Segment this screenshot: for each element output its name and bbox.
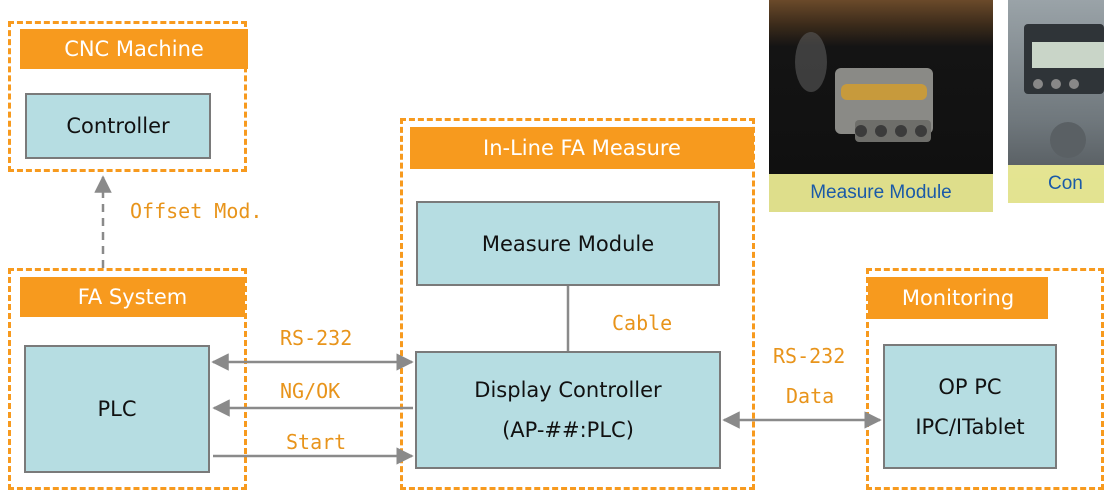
fa-system-title: FA System [20, 277, 245, 317]
measure-module-device-icon [795, 32, 933, 142]
cnc-controller-box: Controller [25, 93, 211, 159]
controller-photo: Con [1008, 0, 1104, 203]
fa-system-group [8, 268, 247, 490]
op-pc-label: OP PC [938, 374, 1002, 399]
cnc-machine-group [8, 21, 247, 172]
measure-module-photo: Measure Module [769, 0, 993, 212]
rs232-plc-label: RS-232 [280, 326, 353, 350]
op-pc-box: OP PC IPC/ITablet [883, 344, 1057, 469]
rs232-mon-label: RS-232 [773, 344, 846, 368]
op-pc-type: IPC/ITablet [915, 414, 1025, 439]
controller-caption: Con [1008, 165, 1104, 203]
display-controller-box: Display Controller (AP-##:PLC) [415, 351, 721, 469]
cable-label: Cable [612, 311, 673, 335]
start-label: Start [286, 430, 347, 454]
offset-mod-label: Offset Mod. [130, 199, 263, 223]
monitoring-title: Monitoring [868, 277, 1048, 319]
inline-fa-measure-group [400, 118, 755, 490]
display-controller-model: (AP-##:PLC) [502, 418, 634, 442]
plc-box: PLC [24, 345, 210, 473]
data-label: Data [786, 384, 835, 408]
cnc-machine-title: CNC Machine [20, 29, 248, 69]
measure-module-box: Measure Module [416, 201, 720, 286]
measure-module-caption: Measure Module [769, 174, 993, 212]
display-controller-label: Display Controller [474, 378, 662, 402]
inline-fa-measure-title: In-Line FA Measure [410, 127, 754, 169]
monitoring-group [866, 268, 1104, 490]
controller-device-icon [1024, 24, 1104, 158]
ngok-label: NG/OK [280, 379, 341, 403]
